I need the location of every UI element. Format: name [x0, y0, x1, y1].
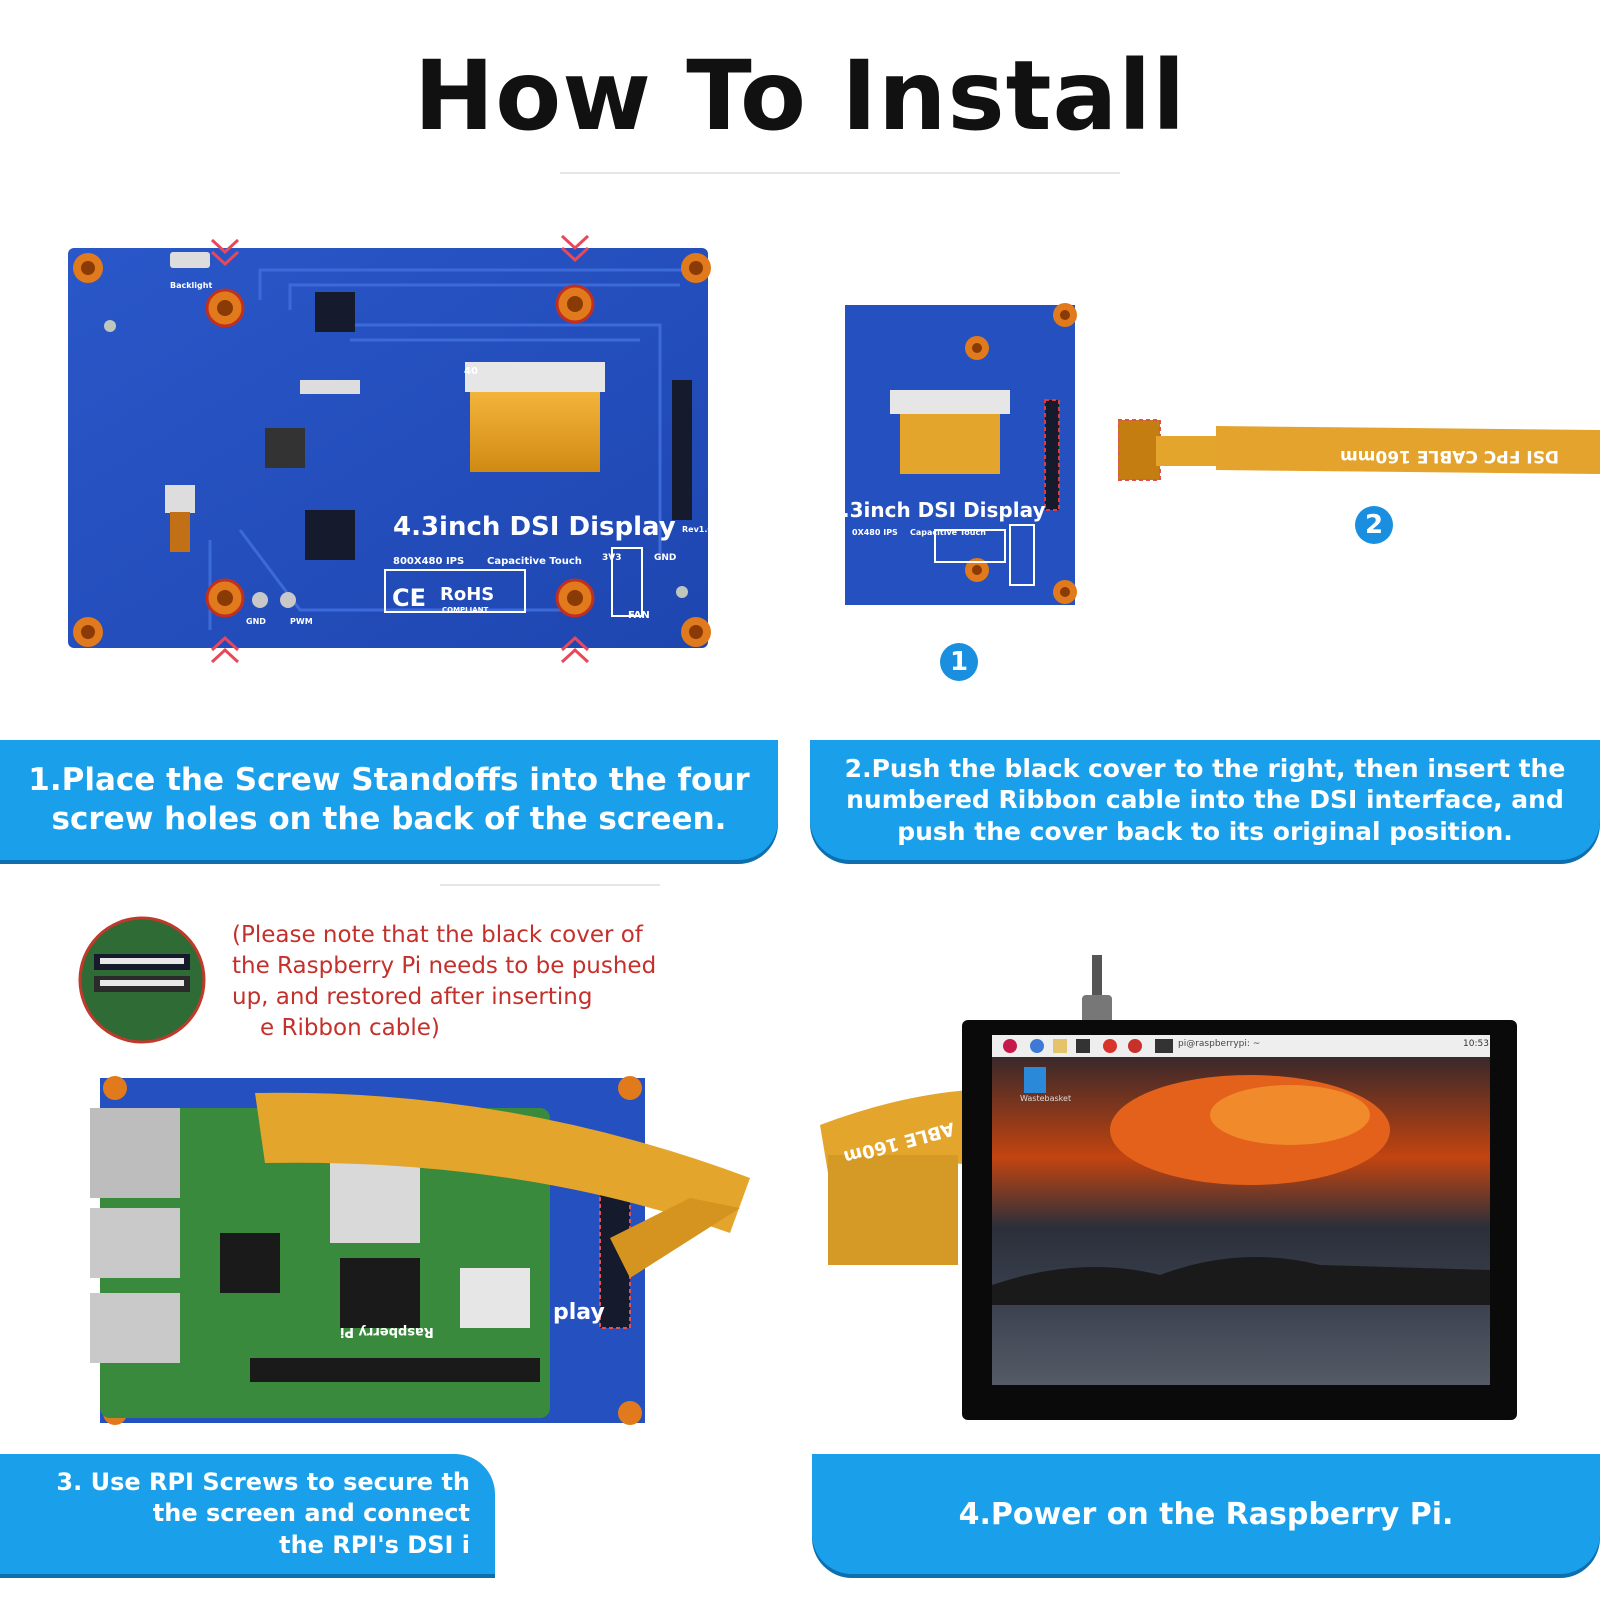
board-crop-spec-resolution: 0X480 IPS	[852, 528, 898, 537]
terminal-tab-title: pi@raspberrypi: ~	[1178, 1039, 1261, 1049]
note-line: up, and restored after inserting	[232, 984, 593, 1010]
corner-standoffs	[73, 253, 711, 647]
backlight-label: Backlight	[170, 281, 213, 290]
note-text: (Please note that the black cover of the…	[232, 920, 702, 1044]
pin-3v3-label: 3V3	[602, 553, 622, 563]
badge-2: 2	[1355, 506, 1393, 544]
connector-zoom-circle	[78, 916, 206, 1044]
ce-mark: CE	[392, 584, 427, 612]
screw-standoffs	[205, 284, 595, 618]
gnd-label: GND	[246, 617, 266, 626]
board-crop-spec-touch: Capacitive Touch	[910, 528, 986, 537]
board-spec-touch: Capacitive Touch	[487, 556, 582, 567]
row-divider	[440, 884, 660, 886]
board-name: 4.3inch DSI Display	[393, 512, 676, 542]
step3-banner: 3. Use RPI Screws to secure th the scree…	[0, 1454, 495, 1574]
desktop-taskbar	[992, 1035, 1490, 1057]
title-divider	[560, 172, 1120, 174]
badge-1: 1	[940, 643, 978, 681]
step2-board-crop-illustration	[845, 303, 1077, 605]
rohs-compliant: COMPLIANT	[442, 606, 489, 614]
step3-line: the screen and connect	[152, 1499, 470, 1528]
pi-board-label: Raspberry Pi	[340, 1324, 434, 1339]
pin-gnd-label: GND	[654, 553, 677, 563]
clock-text: 10:53	[1463, 1039, 1489, 1049]
note-line: e Ribbon cable)	[260, 1015, 440, 1041]
display-board-fragment: play	[553, 1300, 605, 1325]
connector-count-label: 40	[464, 366, 478, 377]
note-line: (Please note that the black cover of	[232, 922, 643, 948]
board-spec-resolution: 800X480 IPS	[393, 556, 465, 567]
pwm-label: PWM	[290, 617, 313, 626]
fan-label: FAN	[628, 610, 650, 621]
note-line: the Raspberry Pi needs to be pushed	[232, 953, 657, 979]
step1-banner: 1.Place the Screw Standoffs into the fou…	[0, 740, 778, 860]
step3-pi-assembly-illustration	[90, 1076, 750, 1425]
step4-display-illustration	[820, 955, 1517, 1420]
wastebasket-label: Wastebasket	[1020, 1094, 1072, 1103]
rohs-mark: RoHS	[440, 584, 495, 605]
arrow-markers	[210, 234, 590, 664]
step3-line: the RPI's DSI i	[279, 1530, 470, 1559]
step3-line: 3. Use RPI Screws to secure th	[56, 1468, 470, 1497]
cable-label: DSI FPC CABLE 160mm	[1340, 446, 1559, 466]
rev-label: Rev1.0	[682, 525, 713, 534]
step4-banner: 4.Power on the Raspberry Pi.	[812, 1454, 1600, 1574]
raspberry-pi-board	[100, 1108, 550, 1418]
pcb-board	[68, 248, 708, 648]
step2-banner: 2.Push the black cover to the right, the…	[810, 740, 1600, 860]
fpc-cable-illustration	[1118, 419, 1600, 481]
page-title: How To Install	[413, 40, 1187, 152]
step1-board-illustration	[68, 234, 711, 664]
board-crop-name: .3inch DSI Display	[842, 498, 1046, 522]
